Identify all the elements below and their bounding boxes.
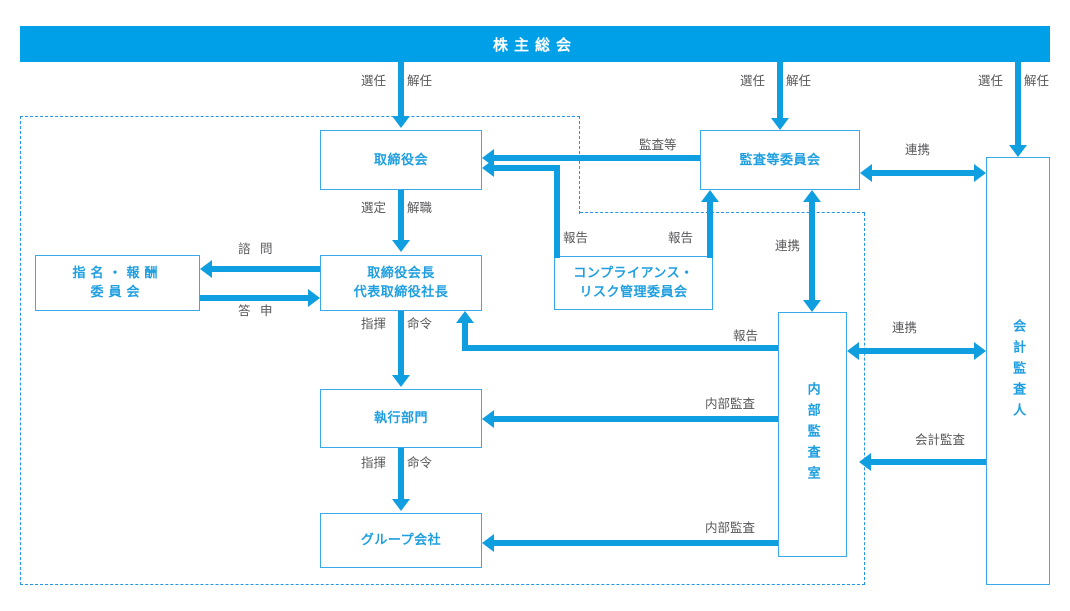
edge-internal-audit-execution-arrow [482, 410, 494, 428]
edge-label-dismiss-3: 解任 [1024, 74, 1050, 88]
edge-internal-audit-committee-line [809, 202, 815, 300]
node-accounting-auditor[interactable]: 会計監査人 [986, 157, 1050, 585]
edge-report-internal-audit-vline [462, 323, 468, 349]
edge-consult-arrow [200, 260, 212, 278]
edge-audit-to-board-line [494, 155, 700, 161]
node-compliance-committee[interactable]: コンプライアンス・ リスク管理委員会 [554, 256, 713, 310]
edge-internal-audit-committee-arrow-down [803, 300, 821, 312]
edge-label-internal-audit-group: 内部監査 [705, 521, 756, 535]
edge-label-reply: 答 申 [238, 304, 276, 318]
edge-shareholders-to-audit-arrow [771, 118, 789, 130]
node-audit-committee-label: 監査等委員会 [739, 151, 821, 167]
edge-label-cooperation-top: 連携 [905, 143, 931, 157]
edge-label-dismiss-1: 解任 [407, 74, 433, 88]
edge-label-appoint-1: 選任 [361, 74, 387, 88]
edge-label-dismiss-2: 解任 [786, 74, 812, 88]
edge-consult-line [212, 266, 320, 272]
edge-accounting-audit-line [871, 459, 986, 465]
edge-internal-auditor-line [859, 348, 974, 354]
edge-execution-to-group-arrow [392, 499, 410, 511]
node-nomination-committee-label: 指名・報酬 委員会 [72, 265, 163, 299]
edge-audit-auditor-arrow-right [974, 164, 986, 182]
edge-accounting-audit-arrow [859, 453, 871, 471]
edge-execution-to-group-line [398, 448, 404, 499]
edge-label-report-compliance-board: 報告 [563, 231, 589, 245]
edge-compliance-to-board-vline [554, 168, 560, 258]
edge-board-to-chairman-line [398, 190, 404, 240]
edge-label-internal-audit-exec: 内部監査 [705, 397, 756, 411]
edge-shareholders-to-board-line [398, 62, 404, 118]
edge-audit-auditor-line [872, 170, 974, 176]
edge-compliance-to-audit-arrow [701, 190, 719, 202]
edge-chairman-to-execution-arrow [392, 375, 410, 387]
node-execution-division-label: 執行部門 [373, 410, 428, 426]
edge-internal-auditor-arrow-left [847, 342, 859, 360]
node-chairman-president[interactable]: 取締役会長 代表取締役社長 [320, 255, 482, 311]
node-board-of-directors-label: 取締役会 [373, 151, 428, 167]
edge-report-internal-audit-hline [462, 345, 778, 351]
node-execution-division[interactable]: 執行部門 [320, 389, 482, 448]
edge-board-to-chairman-arrow [392, 240, 410, 252]
node-compliance-committee-label: コンプライアンス・ リスク管理委員会 [573, 265, 694, 299]
edge-compliance-to-board-arrow [482, 159, 494, 177]
edge-internal-auditor-arrow-right [974, 342, 986, 360]
node-shareholders-meeting-label: 株主総会 [492, 36, 577, 54]
node-board-of-directors[interactable]: 取締役会 [320, 130, 482, 190]
edge-label-audit-etc: 監査等 [639, 138, 677, 152]
dashed-region-inner-right [579, 116, 580, 214]
edge-label-report-internal-audit: 報告 [733, 329, 759, 343]
edge-audit-auditor-arrow-left [860, 164, 872, 182]
edge-internal-audit-group-arrow [482, 534, 494, 552]
node-audit-committee[interactable]: 監査等委員会 [700, 130, 860, 190]
edge-label-appoint-2: 選任 [740, 74, 766, 88]
edge-label-order-1: 命令 [407, 317, 433, 331]
edge-label-cooperation-low: 連携 [892, 321, 918, 335]
edge-shareholders-to-board-arrow [392, 116, 410, 128]
edge-label-appoint-3: 選任 [978, 74, 1004, 88]
edge-label-cooperation-mid: 連携 [775, 239, 801, 253]
edge-internal-audit-execution-line [494, 416, 778, 422]
node-group-companies-label: グループ会社 [360, 532, 442, 548]
edge-label-accounting-audit: 会計監査 [915, 433, 966, 447]
edge-reply-arrow [308, 289, 320, 307]
edge-shareholders-to-auditor-line [1015, 62, 1021, 147]
edge-label-select: 選定 [361, 201, 387, 215]
node-nomination-committee[interactable]: 指名・報酬 委員会 [35, 255, 200, 311]
edge-shareholders-to-auditor-arrow [1009, 145, 1027, 157]
edge-shareholders-to-audit-line [777, 62, 783, 120]
node-accounting-auditor-label: 会計監査人 [1011, 318, 1027, 424]
edge-compliance-to-board-hline [494, 165, 560, 171]
edge-internal-audit-group-line [494, 540, 778, 546]
edge-label-remove: 解職 [407, 201, 433, 215]
node-internal-audit-office-label: 内部監査室 [805, 382, 821, 487]
node-shareholders-meeting: 株主総会 [20, 26, 1050, 62]
node-internal-audit-office[interactable]: 内部監査室 [778, 312, 847, 557]
dashed-region-outer-top [580, 212, 865, 214]
edge-reply-line [200, 295, 308, 301]
edge-label-command-2: 指揮 [361, 456, 387, 470]
edge-label-report-compliance-audit: 報告 [668, 231, 694, 245]
node-chairman-president-label: 取締役会長 代表取締役社長 [353, 265, 449, 299]
edge-internal-audit-committee-arrow-up [803, 190, 821, 202]
edge-label-command-1: 指揮 [361, 317, 387, 331]
edge-report-internal-audit-arrow [456, 311, 474, 323]
edge-chairman-to-execution-line [398, 311, 404, 375]
edge-label-order-2: 命令 [407, 456, 433, 470]
edge-compliance-to-audit-line [707, 202, 713, 258]
edge-label-consult: 諮 問 [238, 242, 276, 256]
node-group-companies[interactable]: グループ会社 [320, 513, 482, 568]
